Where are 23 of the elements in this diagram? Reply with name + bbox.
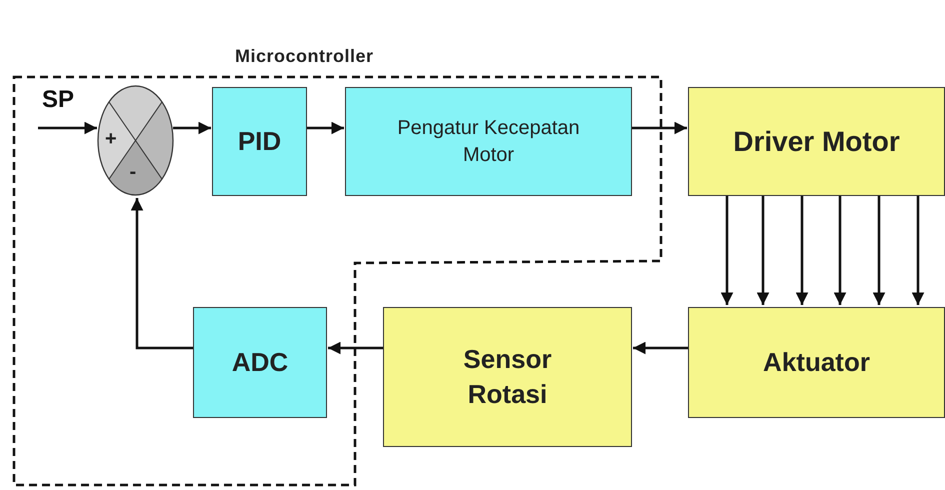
- arrow: [720, 196, 734, 305]
- arrow: [912, 196, 924, 305]
- hardware-box: Driver Motor: [688, 87, 945, 196]
- process-box: Pengatur Kecepatan Motor: [345, 87, 632, 196]
- plus-sign: +: [105, 126, 117, 150]
- arrow: [307, 122, 344, 134]
- arrow: [756, 196, 770, 305]
- minus-sign: -: [130, 160, 136, 184]
- arrow: [38, 122, 97, 134]
- arrow: [632, 122, 687, 134]
- arrow: [834, 196, 846, 305]
- arrow: [130, 198, 193, 350]
- arrow: [633, 342, 688, 354]
- input-label: SP: [42, 86, 74, 114]
- region-heading: Microcontroller: [235, 46, 374, 67]
- arrow: [796, 196, 808, 305]
- hardware-box: Aktuator: [688, 307, 945, 418]
- process-box: PID: [212, 87, 307, 196]
- hardware-box: Sensor Rotasi: [383, 307, 632, 447]
- arrow: [872, 196, 886, 305]
- process-box: ADC: [193, 307, 327, 418]
- arrow: [328, 342, 383, 354]
- arrow: [173, 122, 211, 134]
